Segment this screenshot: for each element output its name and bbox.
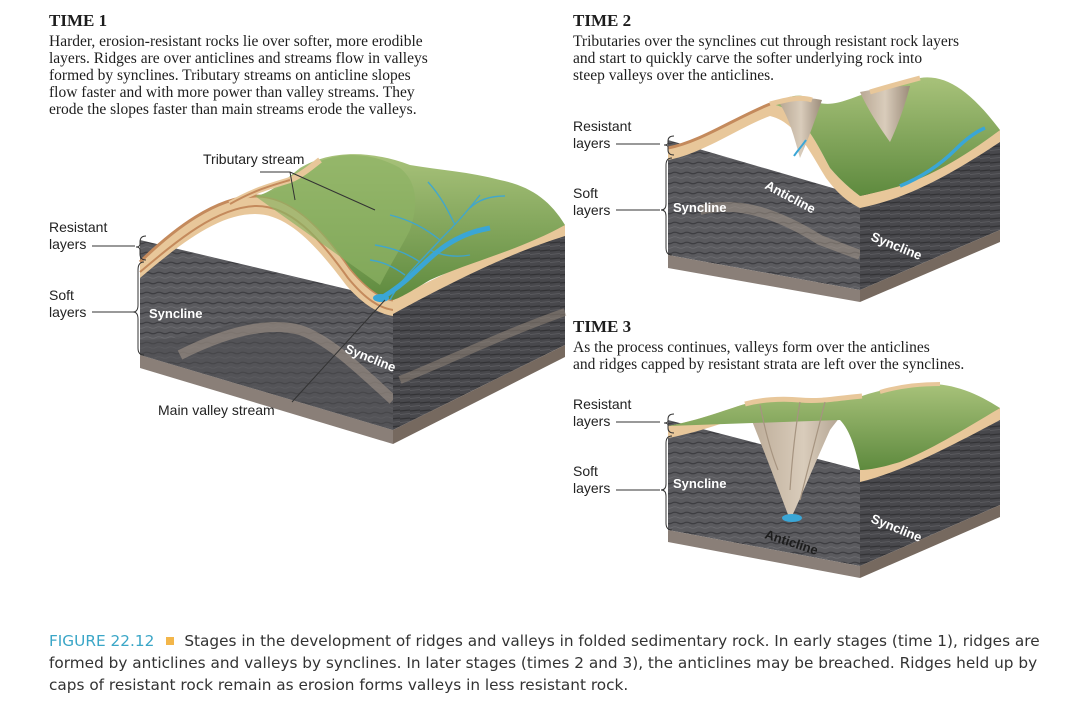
time3-syncline-left-label: Syncline [673,476,726,491]
time1-main-valley-label: Main valley stream [158,402,275,418]
time3-soft-label: Soft layers [573,463,611,496]
time2-description: Tributaries over the synclines cut throu… [573,33,959,84]
time3-title: TIME 3 [573,317,632,336]
time1-front-face [138,194,397,444]
time2-syncline-left-label: Syncline [673,200,726,215]
time1-resistant-brace [135,235,147,261]
time1-anticline-label: Anticline [232,234,289,265]
time2-soft-brace [660,157,673,256]
time1-description: Harder, erosion-resistant rocks lie over… [49,33,428,118]
time1-title: TIME 1 [49,11,108,30]
time1-soft-brace [132,261,145,356]
time2-title: TIME 2 [573,11,632,30]
time2-block-diagram [667,75,1000,302]
caption-text: Stages in the development of ridges and … [49,632,1040,694]
time1-top-surface [140,154,565,303]
time2-resistant-label: Resistant layers [573,118,632,151]
time3-leader-lines [616,421,660,491]
time2-leader-lines [616,143,660,211]
caption-bullet-icon [166,636,175,645]
figure-number: FIGURE 22.12 [49,632,155,650]
time1-soft-label: Soft layers [49,287,87,320]
time1-tributary-label: Tributary stream [203,151,305,167]
time3-description: As the process continues, valleys form o… [573,339,965,373]
time1-leader-lines [92,171,386,403]
time3-soft-brace [660,435,673,531]
time3-block-diagram [668,382,1000,578]
time1-syncline-left-label: Syncline [149,306,202,321]
time3-resistant-brace [663,413,675,434]
time2-resistant-brace [663,135,675,156]
time2-soft-label: Soft layers [573,185,611,218]
time3-resistant-label: Resistant layers [573,396,632,429]
time1-side-face [393,225,567,444]
time1-resistant-label: Resistant layers [49,219,108,252]
